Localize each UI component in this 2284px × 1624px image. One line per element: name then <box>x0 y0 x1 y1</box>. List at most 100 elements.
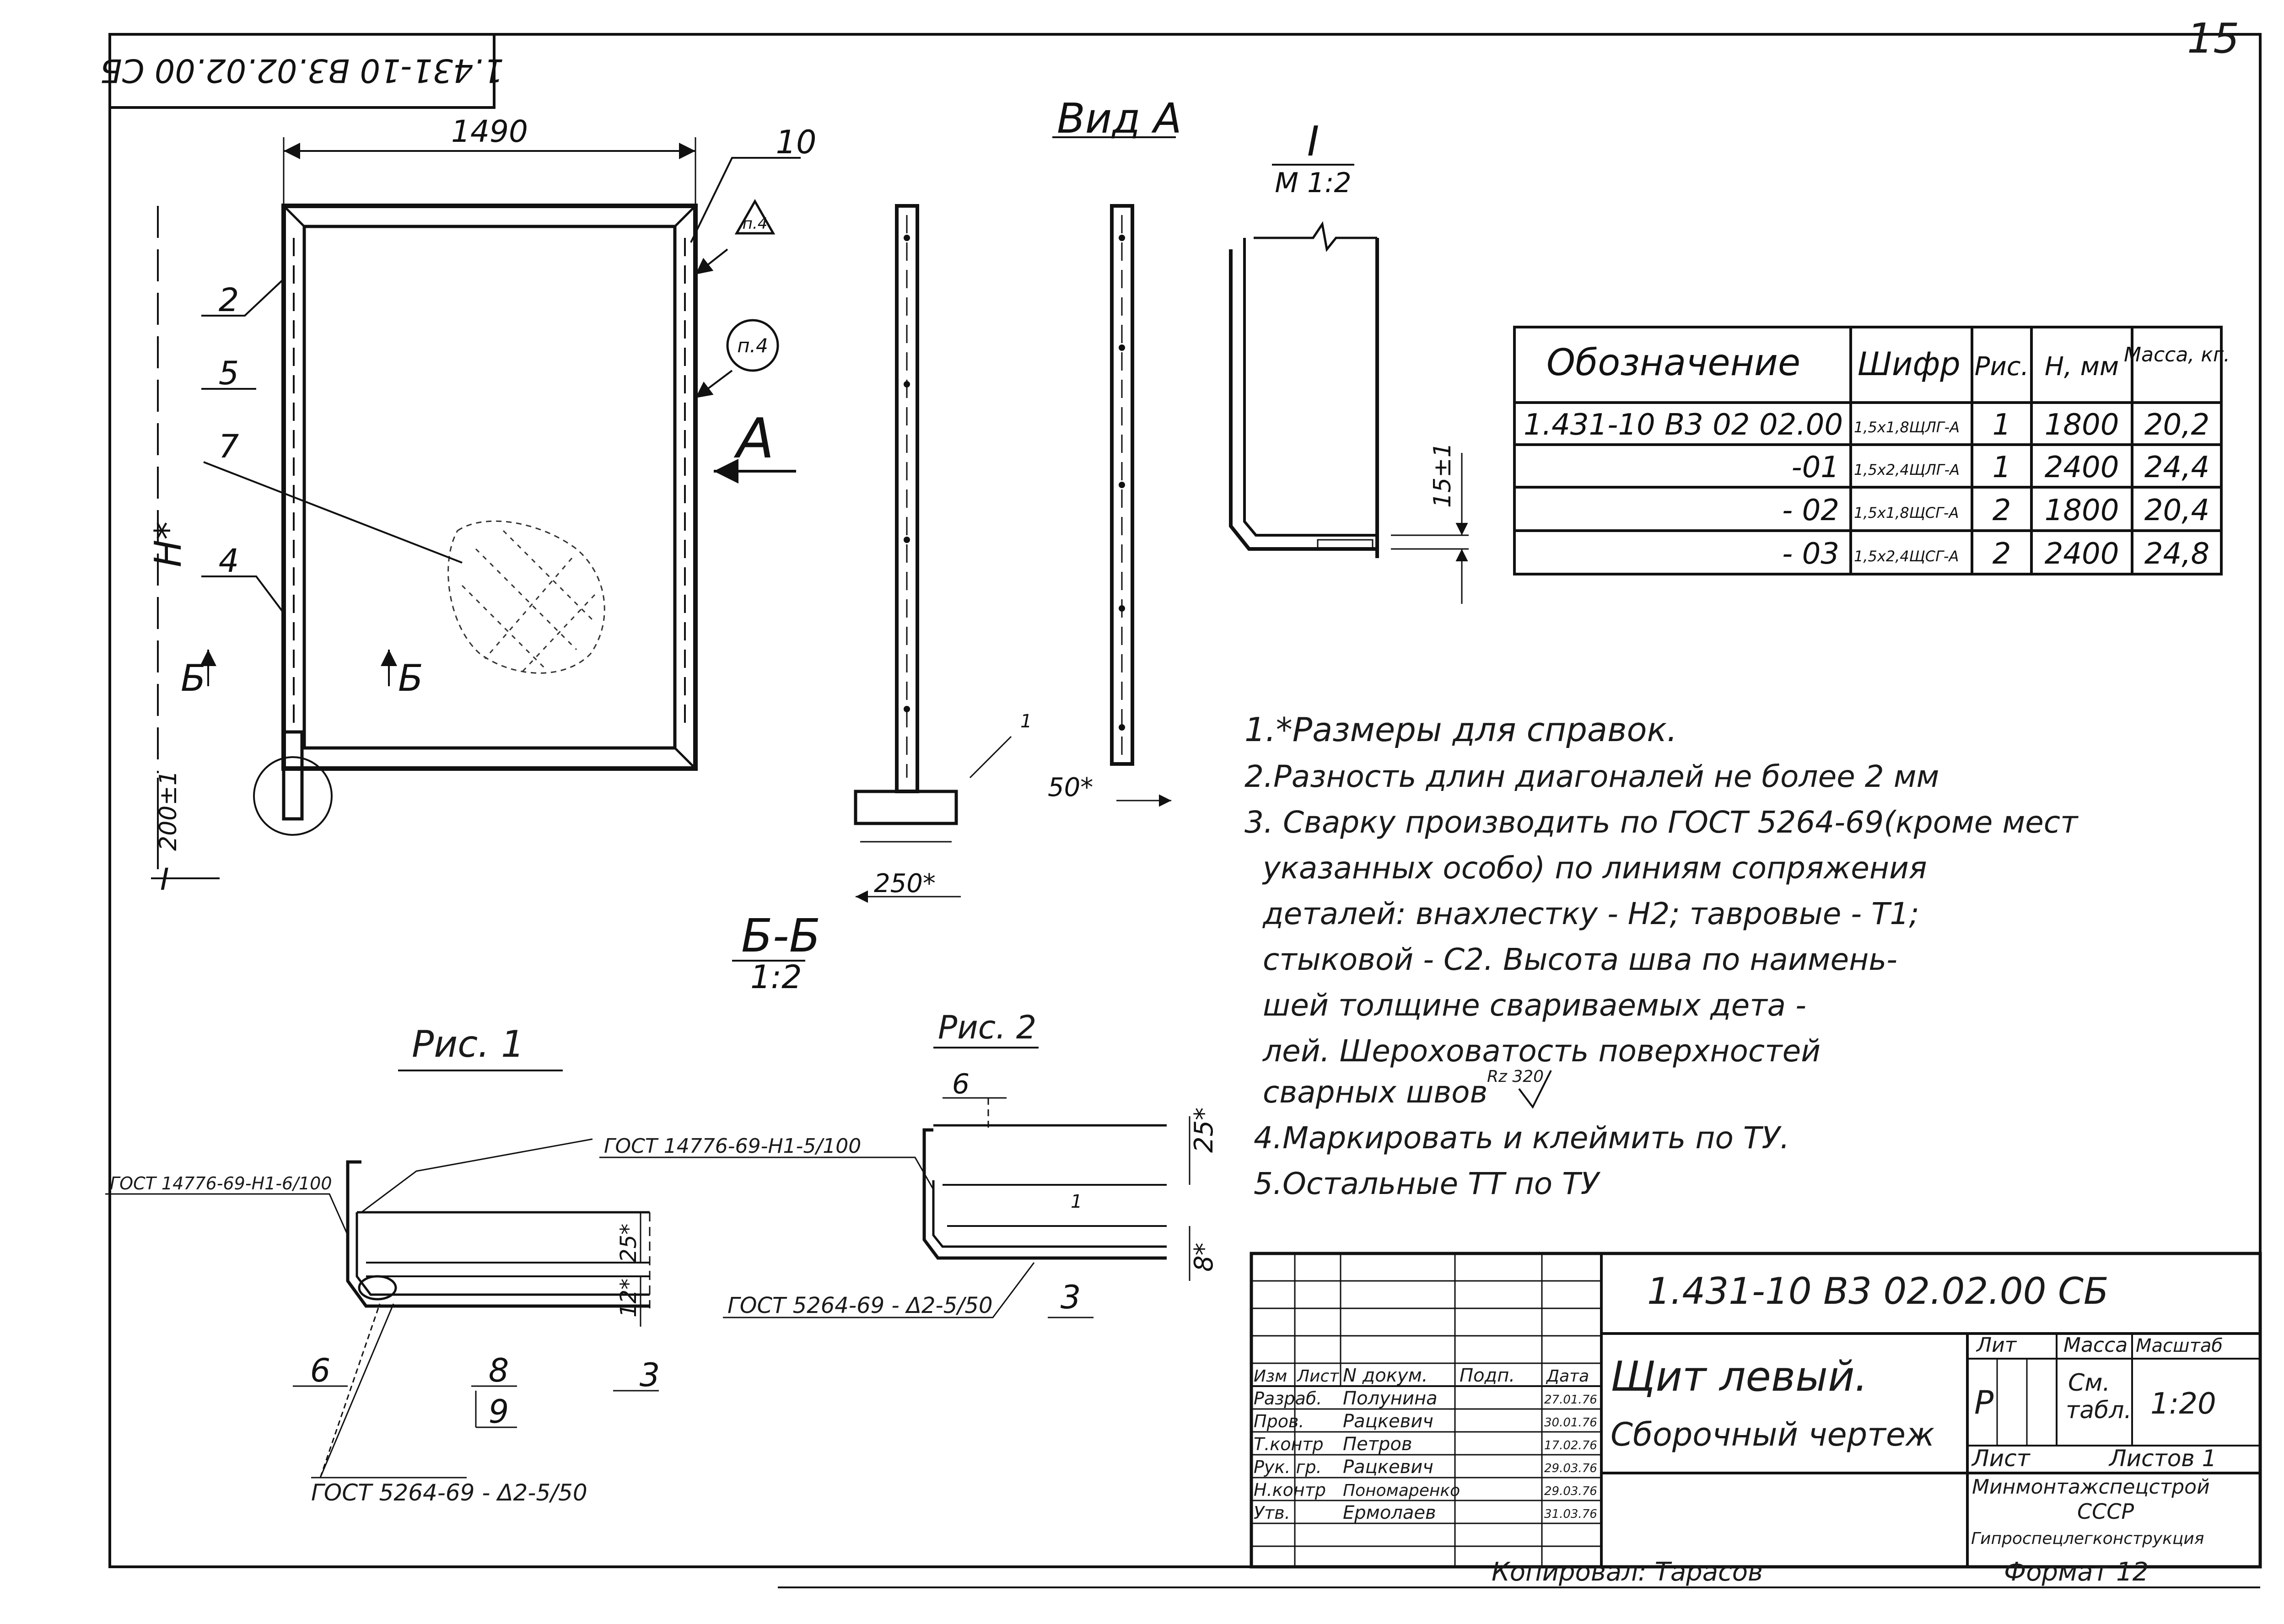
frame-width-dim: 1490 <box>451 114 528 149</box>
staff-row: Разраб. Полунина 27.01.76 <box>1254 1388 1597 1409</box>
staff-date: 17.02.76 <box>1544 1439 1597 1452</box>
staff-role: Пров. <box>1254 1411 1304 1431</box>
lit-value: Р <box>1974 1384 1994 1421</box>
mass-label: Масса <box>2063 1334 2128 1357</box>
mass-value-1: См. <box>2068 1369 2110 1397</box>
table-cell: - 03 <box>1782 537 1839 571</box>
table-cell: 1.431-10 В3 02 02.00 <box>1524 408 1843 442</box>
section-scale: 1:2 <box>750 958 802 996</box>
staff-row: Утв. Ермолаев 31.03.76 <box>1254 1502 1597 1523</box>
table-cell: 24,4 <box>2144 451 2210 484</box>
title-block-name: Щит левый. <box>1611 1353 1868 1401</box>
frame-view <box>151 137 801 879</box>
staff-row: Пров. Рацкевич 30.01.76 <box>1254 1411 1597 1432</box>
note-line: 5.Остальные ТТ по ТУ <box>1254 1166 1600 1201</box>
table-cell: 1800 <box>2045 408 2119 442</box>
weld-circle-label: п.4 <box>737 334 768 357</box>
note-line: 1.*Размеры для справок. <box>1244 710 1677 749</box>
frame-bottom-dim: 200±1 <box>155 770 182 851</box>
table-cell: 1,5х1,8ЩЛГ-А <box>1854 419 1960 436</box>
view-arrow-label: А <box>733 407 774 471</box>
table-row: -01 1,5х2,4ЩЛГ-А 1 2400 24,4 <box>1791 451 2209 484</box>
fig1-callout-9: 9 <box>489 1393 509 1430</box>
org-line-3: Гипроспецлегконструкция <box>1971 1529 2204 1548</box>
table-header-designation: Обозначение <box>1546 341 1800 384</box>
staff-role: Утв. <box>1254 1503 1290 1523</box>
staff-row: Н.контр Пономаренко 29.03.76 <box>1254 1480 1597 1500</box>
table-cell: 1,5х2,4ЩСГ-А <box>1854 548 1959 565</box>
sheets-label: Листов 1 <box>2108 1445 2216 1472</box>
table-cell: 1800 <box>2045 494 2119 527</box>
section-dim-250: 250* <box>874 869 936 898</box>
table-cell: -01 <box>1791 451 1839 484</box>
table-cell: 1 <box>1993 408 2011 442</box>
scale-value: 1:20 <box>2150 1387 2216 1421</box>
org-line-2: СССР <box>2077 1499 2134 1524</box>
staff-row: Т.контр Петров 17.02.76 <box>1254 1434 1597 1455</box>
staff-role: Рук. гр. <box>1254 1457 1322 1477</box>
staff-name: Полунина <box>1343 1388 1438 1409</box>
staff-date: 30.01.76 <box>1544 1416 1597 1430</box>
fig1-callout-6: 6 <box>310 1352 331 1389</box>
table-cell: 1 <box>1993 451 2011 484</box>
callout-4: 4 <box>219 542 239 580</box>
note-line: шей толщине свариваемых дета - <box>1263 988 1806 1023</box>
section-dim-50: 50* <box>1048 773 1093 802</box>
fig2-weld-top: ГОСТ 14776-69-Н1-5/100 <box>604 1135 861 1158</box>
callout-5: 5 <box>219 355 239 392</box>
fig2-drawing <box>599 1047 1190 1318</box>
table-cell: 1,5х1,8ЩСГ-А <box>1854 504 1959 522</box>
section-mark-left: Б <box>181 657 206 699</box>
table-cell: - 02 <box>1782 494 1839 527</box>
fig2-dim-8: 8* <box>1189 1242 1219 1272</box>
staff-row: Рук. гр. Рацкевич 29.03.76 <box>1254 1457 1597 1478</box>
header-cell: N докум. <box>1343 1365 1428 1386</box>
callout-10: 10 <box>776 124 816 161</box>
note-line: стыковой - С2. Высота шва по наимень- <box>1263 942 1897 977</box>
detail-scale: М 1:2 <box>1275 167 1351 199</box>
scale-label: Масштаб <box>2136 1335 2223 1356</box>
table-cell: 24,8 <box>2144 537 2210 571</box>
weld-dots <box>904 235 1125 731</box>
table-cell: 2400 <box>2045 451 2119 484</box>
staff-date: 29.03.76 <box>1544 1462 1597 1475</box>
title-block-designation: 1.431-10 В3 02.02.00 СБ <box>1647 1270 2109 1312</box>
staff-date: 31.03.76 <box>1544 1507 1597 1521</box>
fig1-weld-bottom: ГОСТ 5264-69 - Δ2-5/50 <box>311 1479 587 1506</box>
header-cell: Дата <box>1546 1367 1589 1386</box>
table-row: - 03 1,5х2,4ЩСГ-А 2 2400 24,8 <box>1782 537 2209 571</box>
lit-label: Лит <box>1976 1334 2017 1357</box>
copied-by: Копировал: Тарасов <box>1492 1557 1763 1587</box>
note-line: указанных особо) по линиям сопряжения <box>1262 850 1927 886</box>
note-line: сварных швов <box>1263 1075 1487 1110</box>
table-header-height: Н, мм <box>2045 352 2119 382</box>
variants-table <box>1513 326 2223 575</box>
staff-name: Рацкевич <box>1343 1457 1433 1478</box>
section-callout-1: 1 <box>1020 711 1032 732</box>
detail-mark-label: I <box>160 862 169 897</box>
note-line: 2.Разность длин диагоналей не более 2 мм <box>1244 759 1939 794</box>
title-block-headers: Изм Лист N докум. Подп. Дата <box>1254 1365 1589 1386</box>
callout-7: 7 <box>219 428 239 465</box>
weld-flag-label: п.4 <box>743 215 768 233</box>
table-header-fig: Рис. <box>1975 352 2029 382</box>
view-a-title: Вид А <box>1057 95 1182 143</box>
glass-hatch <box>447 520 605 674</box>
staff-name: Пономаренко <box>1343 1481 1460 1500</box>
header-cell: Подп. <box>1460 1365 1515 1386</box>
table-cell: 2 <box>1993 494 2011 527</box>
section-mark-right: Б <box>398 657 423 699</box>
table-cell: 20,2 <box>2144 408 2210 442</box>
table-header: Обозначение Шифр Рис. Н, мм Масса, кг. <box>1546 341 2230 384</box>
callout-2: 2 <box>219 281 239 319</box>
sheet-border <box>108 33 2262 1568</box>
table-header-code: Шифр <box>1858 345 1961 383</box>
header-cell: Изм <box>1254 1367 1287 1386</box>
staff-role: Т.контр <box>1254 1434 1324 1454</box>
roughness-mark: Rz 320 <box>1487 1067 1544 1086</box>
sheet-label: Лист <box>1971 1445 2031 1472</box>
fig2-callout-3: 3 <box>1061 1279 1081 1316</box>
fig1-callout-8: 8 <box>489 1352 509 1389</box>
side-views <box>854 136 1176 903</box>
